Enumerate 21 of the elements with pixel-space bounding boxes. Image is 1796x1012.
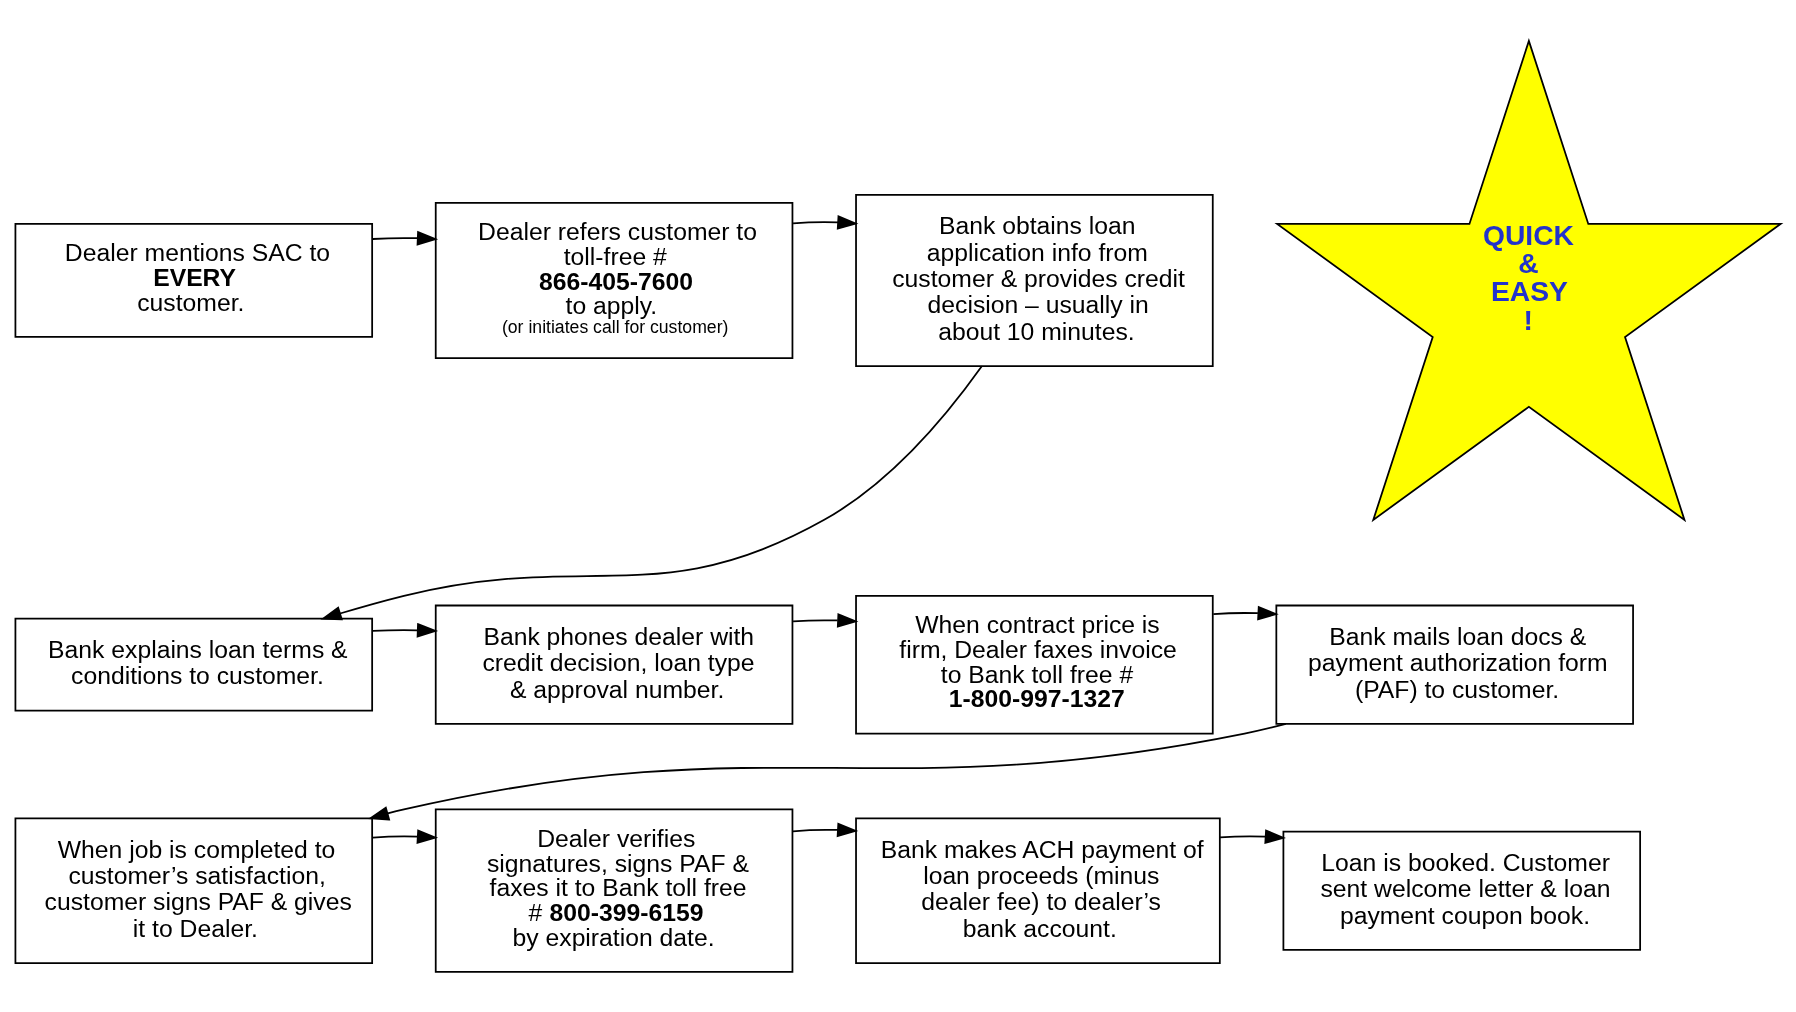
- node-box: When contract price is firm, Dealer faxes invoice to Bank toll free # 1-800-997-1327: [855, 594, 1214, 734]
- node-box: Dealer verifies signatures, signs PAF & faxes it to Bank toll free # 800-399-6159 by expiration date.: [434, 808, 794, 973]
- node-box: When job is completed to customer’s satisfaction, customer signs PAF & gives it to Dealer.: [14, 816, 374, 964]
- node-box: Bank phones dealer with credit decision, loan type & approval number.: [434, 604, 794, 725]
- arrow: [1219, 828, 1286, 844]
- arrow: [792, 214, 859, 230]
- node-box: Bank makes ACH payment of loan proceeds (minus dealer fee) to dealer’s bank account.: [855, 816, 1221, 964]
- arrow: [1212, 605, 1279, 621]
- node-box: Bank mails loan docs & payment authorization form (PAF) to customer.: [1275, 604, 1634, 725]
- arrow: [367, 722, 1287, 820]
- arrow: [371, 828, 439, 844]
- arrow: [371, 622, 439, 638]
- node-box: Bank obtains loan application info from customer & provides credit decision – usually in about 10 minutes.: [855, 193, 1214, 367]
- arrow: [320, 364, 983, 620]
- arrow: [792, 822, 859, 837]
- node-box: Bank explains loan terms & conditions to customer.: [14, 617, 374, 711]
- arrow: [792, 612, 859, 628]
- arrow: [371, 230, 439, 246]
- node-box: Loan is booked. Customer sent welcome letter & loan payment coupon book.: [1282, 830, 1641, 951]
- node-box: Dealer refers customer to toll-free # 866-405-7600 to apply. (or initiates call for customer): [434, 201, 794, 359]
- node-box: Dealer mentions SAC to EVERY customer.: [14, 222, 374, 338]
